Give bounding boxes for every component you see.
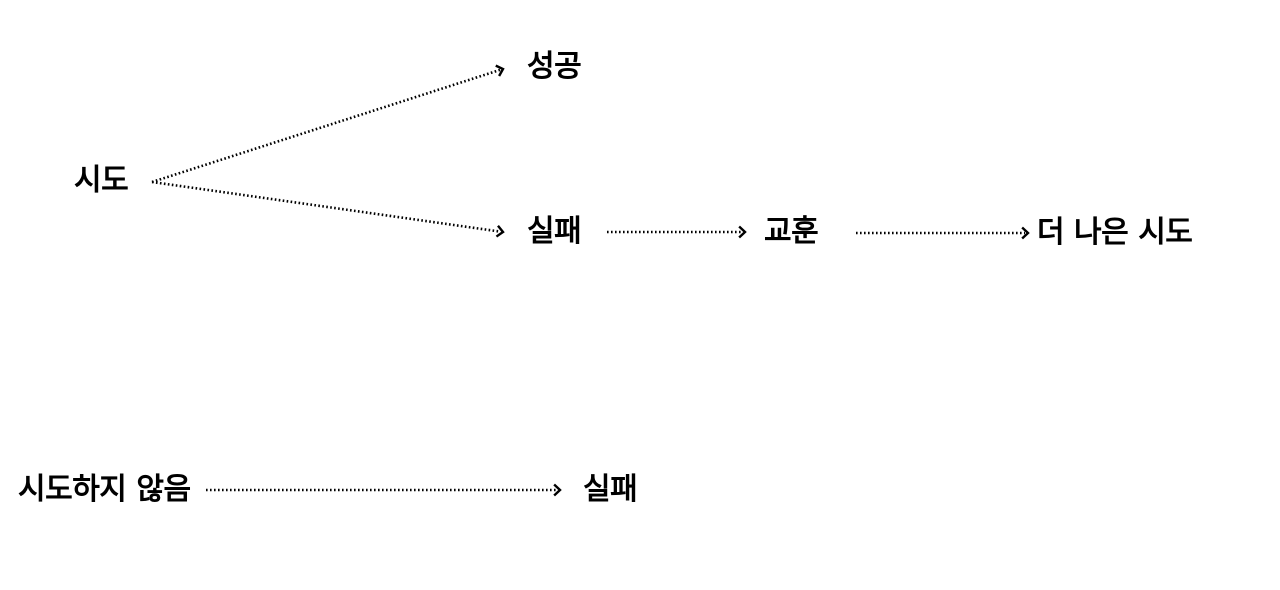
edge-lesson-to-better-try <box>856 226 1030 240</box>
node-fail-2: 실패 <box>583 472 638 507</box>
arrow-head-icon <box>553 483 562 497</box>
edge-not-try-to-fail-2 <box>206 483 562 497</box>
edge-line <box>151 68 501 184</box>
diagram-edges <box>151 64 1030 497</box>
node-fail: 실패 <box>527 214 582 249</box>
edge-fail-to-lesson <box>607 225 747 239</box>
node-better-try: 더 나은 시도 <box>1037 215 1193 250</box>
edge-try-to-fail <box>151 180 505 238</box>
node-try: 시도 <box>74 163 129 198</box>
arrow-head-icon <box>495 225 505 238</box>
arrow-head-icon <box>495 64 505 77</box>
node-lesson: 교훈 <box>764 214 819 249</box>
edge-line <box>151 180 501 233</box>
node-not-try: 시도하지 않음 <box>18 472 191 507</box>
node-success: 성공 <box>527 49 582 84</box>
arrow-head-icon <box>1021 226 1030 240</box>
arrow-head-icon <box>738 225 747 239</box>
edge-try-to-success <box>151 64 505 184</box>
